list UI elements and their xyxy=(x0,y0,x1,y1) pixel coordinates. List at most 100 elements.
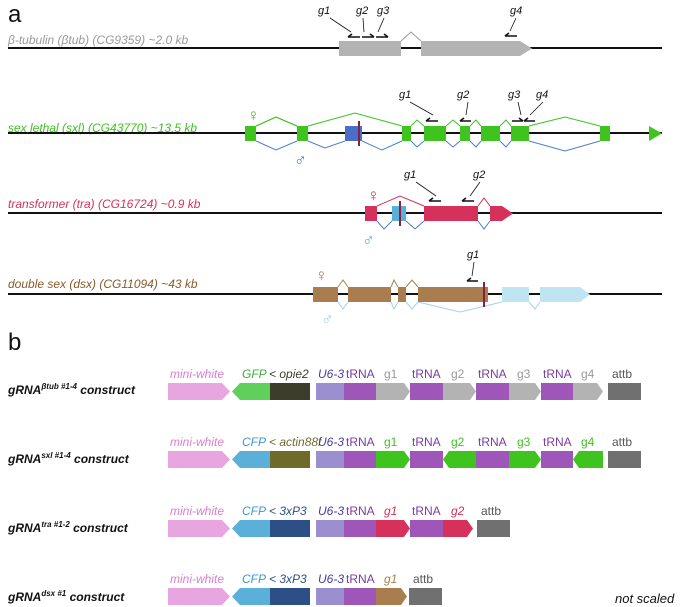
guide-arrow-sxl-g2 xyxy=(459,117,471,122)
construct-part-sxl-5 xyxy=(376,451,410,468)
exon-dsx-2 xyxy=(348,287,391,302)
construct-part-tra-5 xyxy=(376,520,410,537)
exon-sxl-7 xyxy=(511,126,529,141)
construct-part-label-btub-9: g3 xyxy=(517,367,531,381)
construct-part-dsx-0 xyxy=(168,588,230,605)
construct-part-label-btub-12: attb xyxy=(612,367,632,381)
exon-tra-1 xyxy=(365,206,377,221)
female-splice-sxl-path xyxy=(255,112,601,127)
construct-part-btub-4 xyxy=(344,383,376,400)
construct-part-dsx-6 xyxy=(409,588,442,605)
construct-part-label-dsx-2: < 3xP3 xyxy=(269,572,307,586)
guide-arrow-btub-g1 xyxy=(347,33,360,38)
panel-b-label: b xyxy=(8,329,21,356)
construct-name-tra: gRNAtra #1-2 construct xyxy=(7,520,129,535)
female-symbol-sxl: ♀ xyxy=(247,106,260,125)
not-scaled-note: not scaled xyxy=(615,591,675,606)
exon-sxl-5 xyxy=(460,126,470,141)
guide-label-btub-g3: g3 xyxy=(377,5,390,17)
construct-part-label-sxl-12: attb xyxy=(612,435,632,449)
construct-part-label-sxl-4: tRNA xyxy=(346,435,375,449)
gene-tra: transformer (tra) (CG16724) ~0.9 kb ♀ ♂ … xyxy=(8,169,662,250)
construct-part-btub-5 xyxy=(376,383,410,400)
construct-part-label-sxl-11: g4 xyxy=(581,435,595,449)
construct-part-sxl-4 xyxy=(344,451,376,468)
guide-arrow-dsx-g1 xyxy=(466,277,478,282)
construct-part-label-sxl-8: tRNA xyxy=(478,435,507,449)
construct-part-label-btub-4: tRNA xyxy=(346,367,375,381)
construct-part-label-tra-7: g2 xyxy=(451,504,465,518)
exon-dsx-3 xyxy=(398,287,406,302)
construct-part-label-tra-5: g1 xyxy=(384,504,397,518)
guide-leader-sxl-g4 xyxy=(529,101,544,116)
construct-part-tra-1 xyxy=(232,520,270,537)
construct-part-sxl-8 xyxy=(476,451,509,468)
construct-part-dsx-1 xyxy=(232,588,270,605)
construct-part-tra-2 xyxy=(270,520,310,537)
construct-part-label-sxl-3: U6-3 xyxy=(318,435,344,449)
construct-part-label-dsx-6: attb xyxy=(413,572,433,586)
construct-part-btub-6 xyxy=(410,383,443,400)
gene-label-btub: β-tubulin (βtub) (CG9359) ~2.0 kb xyxy=(7,33,188,47)
construct-part-label-dsx-5: g1 xyxy=(384,572,397,586)
guide-arrow-sxl-g3 xyxy=(512,117,524,122)
construct-part-btub-12 xyxy=(608,383,641,400)
guide-label-sxl-g3: g3 xyxy=(508,89,521,101)
construct-part-label-btub-8: tRNA xyxy=(478,367,507,381)
guide-label-btub-g2: g2 xyxy=(356,5,368,17)
construct-part-dsx-5 xyxy=(376,588,407,605)
construct-part-label-btub-2: < opie2 xyxy=(269,367,309,381)
construct-part-tra-8 xyxy=(477,520,510,537)
female-splice-dsx xyxy=(337,278,419,288)
gene-label-sxl: sex lethal (sxl) (CG43770) ~13.5 kb xyxy=(8,121,197,135)
exon-tra-3 xyxy=(490,206,513,221)
construct-part-label-btub-5: g1 xyxy=(384,367,398,381)
construct-part-sxl-7 xyxy=(443,451,476,468)
exon-sxl-4 xyxy=(424,126,446,141)
construct-name-btub: gRNAβtub #1-4 construct xyxy=(7,382,136,397)
construct-part-label-sxl-9: g3 xyxy=(517,435,531,449)
construct-part-label-btub-10: tRNA xyxy=(543,367,572,381)
construct-part-label-tra-8: attb xyxy=(481,504,501,518)
construct-part-btub-2 xyxy=(270,383,310,400)
construct-part-label-tra-0: mini-white xyxy=(170,504,224,518)
construct-part-label-sxl-2: < actin88f xyxy=(269,435,323,449)
construct-part-dsx-2 xyxy=(270,588,310,605)
guide-leader-sxl-g3 xyxy=(517,101,522,116)
construct-name-dsx: gRNAdsx #1 construct xyxy=(7,589,125,604)
exon-dsx-1 xyxy=(313,287,338,302)
exon-sxl-male xyxy=(345,126,362,141)
gene-label-dsx: double sex (dsx) (CG11094) ~43 kb xyxy=(8,277,198,291)
construct-part-label-btub-7: g2 xyxy=(451,367,465,381)
guide-label-sxl-g4: g4 xyxy=(536,89,548,101)
exon-sxl-1 xyxy=(245,126,256,141)
construct-part-sxl-10 xyxy=(541,451,573,468)
guide-leader-sxl-g2 xyxy=(465,101,469,116)
construct-part-tra-0 xyxy=(168,520,230,537)
gene-btub: β-tubulin (βtub) (CG9359) ~2.0 kb g1 g2 … xyxy=(7,5,662,56)
construct-part-label-sxl-6: tRNA xyxy=(412,435,441,449)
construct-part-label-dsx-4: tRNA xyxy=(346,572,375,586)
guide-leader-tra-g1 xyxy=(415,181,437,197)
construct-part-label-sxl-1: CFP xyxy=(242,435,266,449)
construct-part-label-btub-1: GFP xyxy=(242,367,267,381)
construct-part-label-btub-6: tRNA xyxy=(412,367,441,381)
construct-part-tra-4 xyxy=(344,520,376,537)
guide-label-tra-g1: g1 xyxy=(404,169,416,181)
guide-leader-btub-g1 xyxy=(329,17,352,33)
female-symbol-tra: ♀ xyxy=(367,186,380,205)
exon-sxl-3 xyxy=(402,126,411,141)
construct-part-label-dsx-0: mini-white xyxy=(170,572,224,586)
exon-btub-2 xyxy=(421,41,532,56)
construct-part-label-tra-3: U6-3 xyxy=(318,504,344,518)
guide-leader-tra-g2 xyxy=(469,181,481,197)
guide-arrow-sxl-g4 xyxy=(523,117,535,122)
guide-leader-btub-g4 xyxy=(509,17,517,32)
construct-part-label-sxl-5: g1 xyxy=(384,435,398,449)
construct-part-sxl-9 xyxy=(509,451,541,468)
guide-arrow-sxl-g1 xyxy=(425,117,438,122)
